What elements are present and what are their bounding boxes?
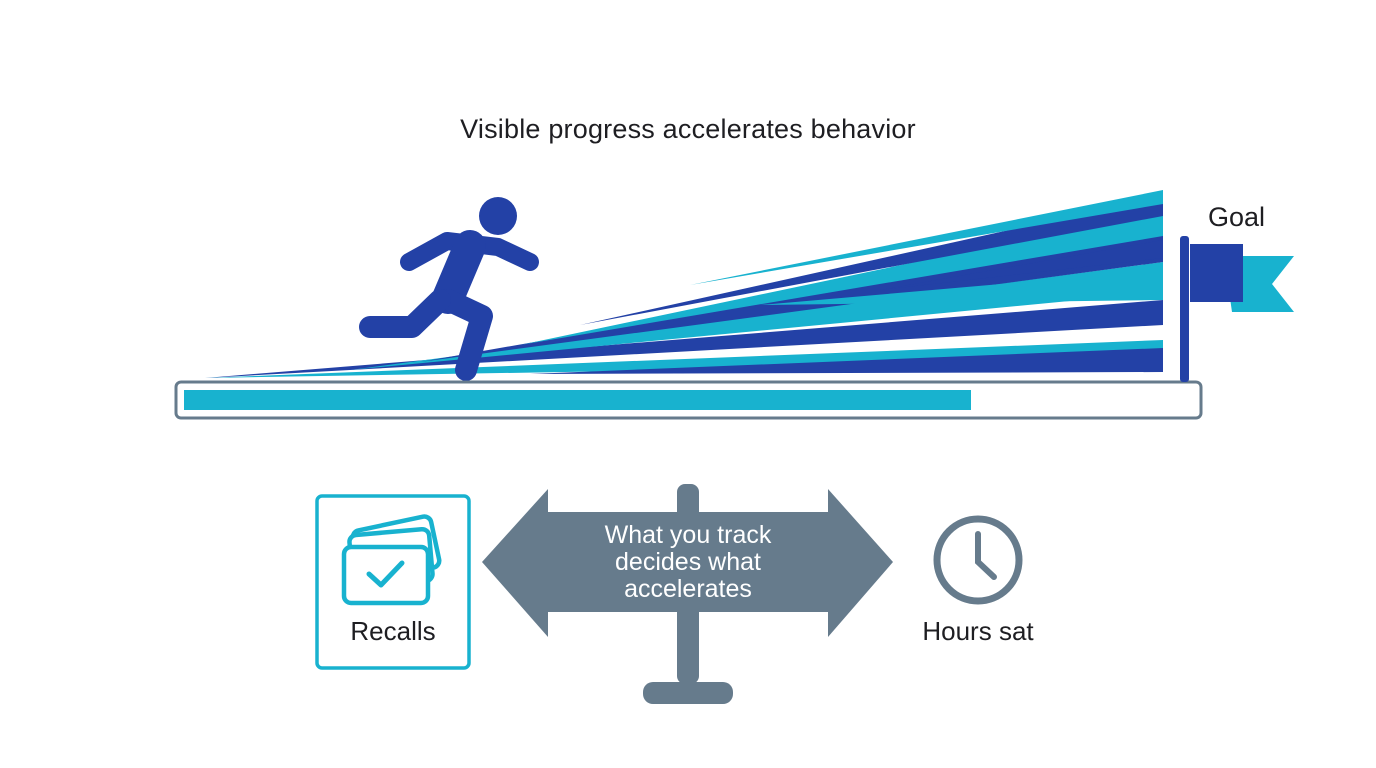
speed-streaks — [205, 190, 1163, 378]
recalls-label: Recalls — [350, 616, 436, 646]
signpost-line: decides what — [615, 548, 761, 576]
progress-fill — [184, 390, 971, 410]
speed-streak — [760, 270, 1163, 305]
signpost-line: What you track — [604, 521, 772, 549]
speed-streak — [690, 190, 1163, 285]
flashcards-check-icon — [341, 514, 442, 606]
progress-bar — [174, 380, 1203, 420]
diagram-title: Visible progress accelerates behavior — [460, 114, 916, 144]
hours-sat-label: Hours sat — [922, 616, 1034, 646]
goal-label: Goal — [1208, 202, 1266, 232]
goal-flag-icon — [1180, 236, 1294, 382]
double-arrow-signpost-icon — [482, 484, 893, 704]
speed-streak — [205, 340, 1163, 378]
recalls-card — [315, 494, 471, 670]
speed-streak — [880, 240, 1163, 290]
signpost-line: accelerates — [624, 575, 752, 603]
signpost-text: What you track decides what accelerates — [560, 522, 816, 603]
clock-icon — [933, 515, 1023, 605]
speed-streak — [530, 348, 1163, 374]
running-person-icon — [359, 197, 539, 381]
